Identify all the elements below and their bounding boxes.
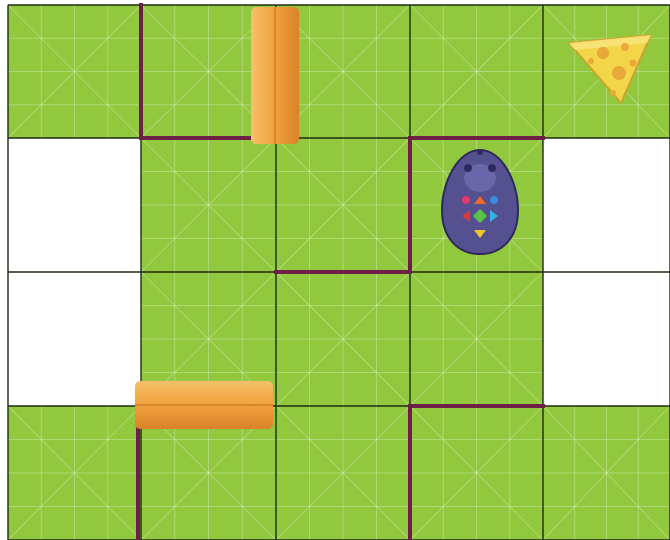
mouse-eye — [488, 164, 496, 172]
mouse-eye — [464, 164, 472, 172]
grass-tile[interactable] — [8, 5, 141, 138]
grass-tile[interactable] — [276, 272, 410, 406]
grass-tile[interactable] — [276, 138, 410, 272]
grass-tile[interactable] — [276, 406, 410, 540]
clear-button[interactable] — [462, 196, 470, 204]
vertical-barrier[interactable] — [251, 7, 299, 144]
grass-tile[interactable] — [141, 138, 276, 272]
grass-tile[interactable] — [8, 406, 141, 540]
empty-tile[interactable] — [8, 138, 141, 272]
pause-button[interactable] — [490, 196, 498, 204]
grass-tile[interactable] — [410, 5, 543, 138]
empty-tile[interactable] — [543, 138, 670, 272]
grass-tile[interactable] — [410, 406, 543, 540]
empty-tile[interactable] — [8, 272, 141, 406]
horizontal-barrier[interactable] — [135, 381, 273, 429]
empty-tile[interactable] — [543, 272, 670, 406]
grass-tile[interactable] — [543, 406, 670, 540]
mouse-nose — [477, 149, 483, 155]
grass-tile[interactable] — [410, 272, 543, 406]
